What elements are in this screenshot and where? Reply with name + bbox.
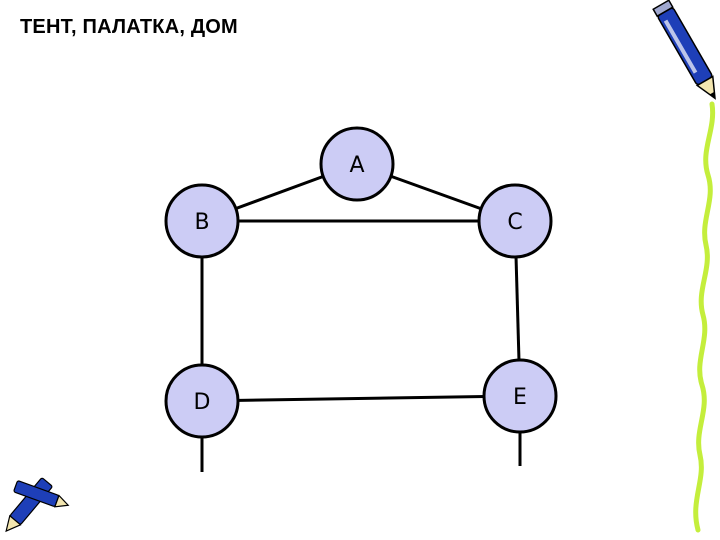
node-e: E (482, 358, 558, 434)
squiggle-decoration (693, 101, 716, 533)
node-label: D (194, 390, 211, 415)
node-circle (482, 358, 558, 434)
node-label: A (349, 153, 364, 178)
pencils-icon (5, 477, 70, 533)
node-label: B (194, 210, 209, 235)
edges-layer (200, 162, 522, 472)
pencil-icon (652, 0, 716, 100)
node-label: C (507, 210, 522, 235)
node-d: D (164, 363, 240, 439)
edge-d-e (201, 394, 521, 403)
node-circle (164, 363, 240, 439)
node-b: B (164, 183, 240, 259)
node-c: C (477, 183, 553, 259)
node-label: E (513, 385, 527, 410)
node-circle (477, 183, 553, 259)
node-circle (164, 183, 240, 259)
node-circle (319, 126, 395, 202)
page-title: ТЕНТ, ПАЛАТКА, ДОМ (20, 16, 238, 38)
nodes-layer: A B C D E (164, 126, 558, 439)
node-a: A (319, 126, 395, 202)
